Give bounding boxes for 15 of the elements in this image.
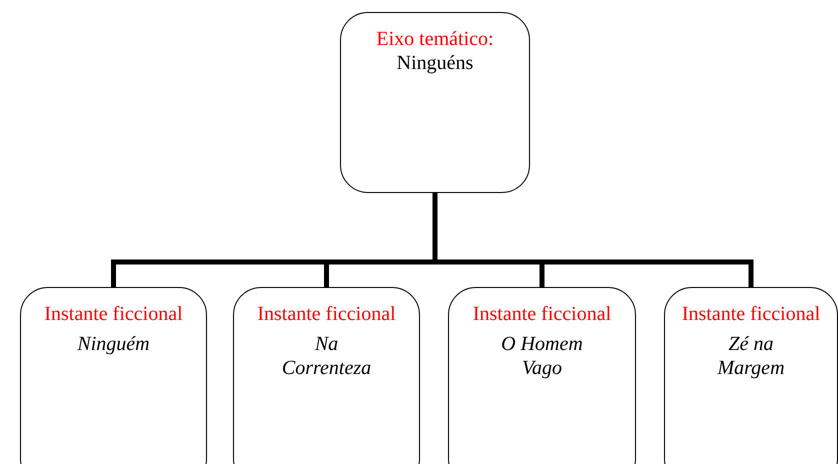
rounded-box xyxy=(664,287,838,464)
rounded-box xyxy=(340,12,530,193)
rounded-box xyxy=(20,287,207,464)
box-text: O Homem Vago xyxy=(500,332,584,380)
box-heading: Eixo temático: xyxy=(376,27,494,51)
box-heading: Instante ficcional xyxy=(682,302,820,326)
box-text: Zé na Margem xyxy=(716,332,786,380)
box-heading: Instante ficcional xyxy=(44,302,183,326)
box-text: Na Correnteza xyxy=(280,332,372,380)
rounded-box xyxy=(233,287,420,464)
rounded-box xyxy=(448,287,636,464)
box-text: Ninguéns xyxy=(396,51,474,75)
box-text: Ninguém xyxy=(76,332,151,356)
box-heading: Instante ficcional xyxy=(472,302,612,326)
box-heading: Instante ficcional xyxy=(257,302,396,326)
